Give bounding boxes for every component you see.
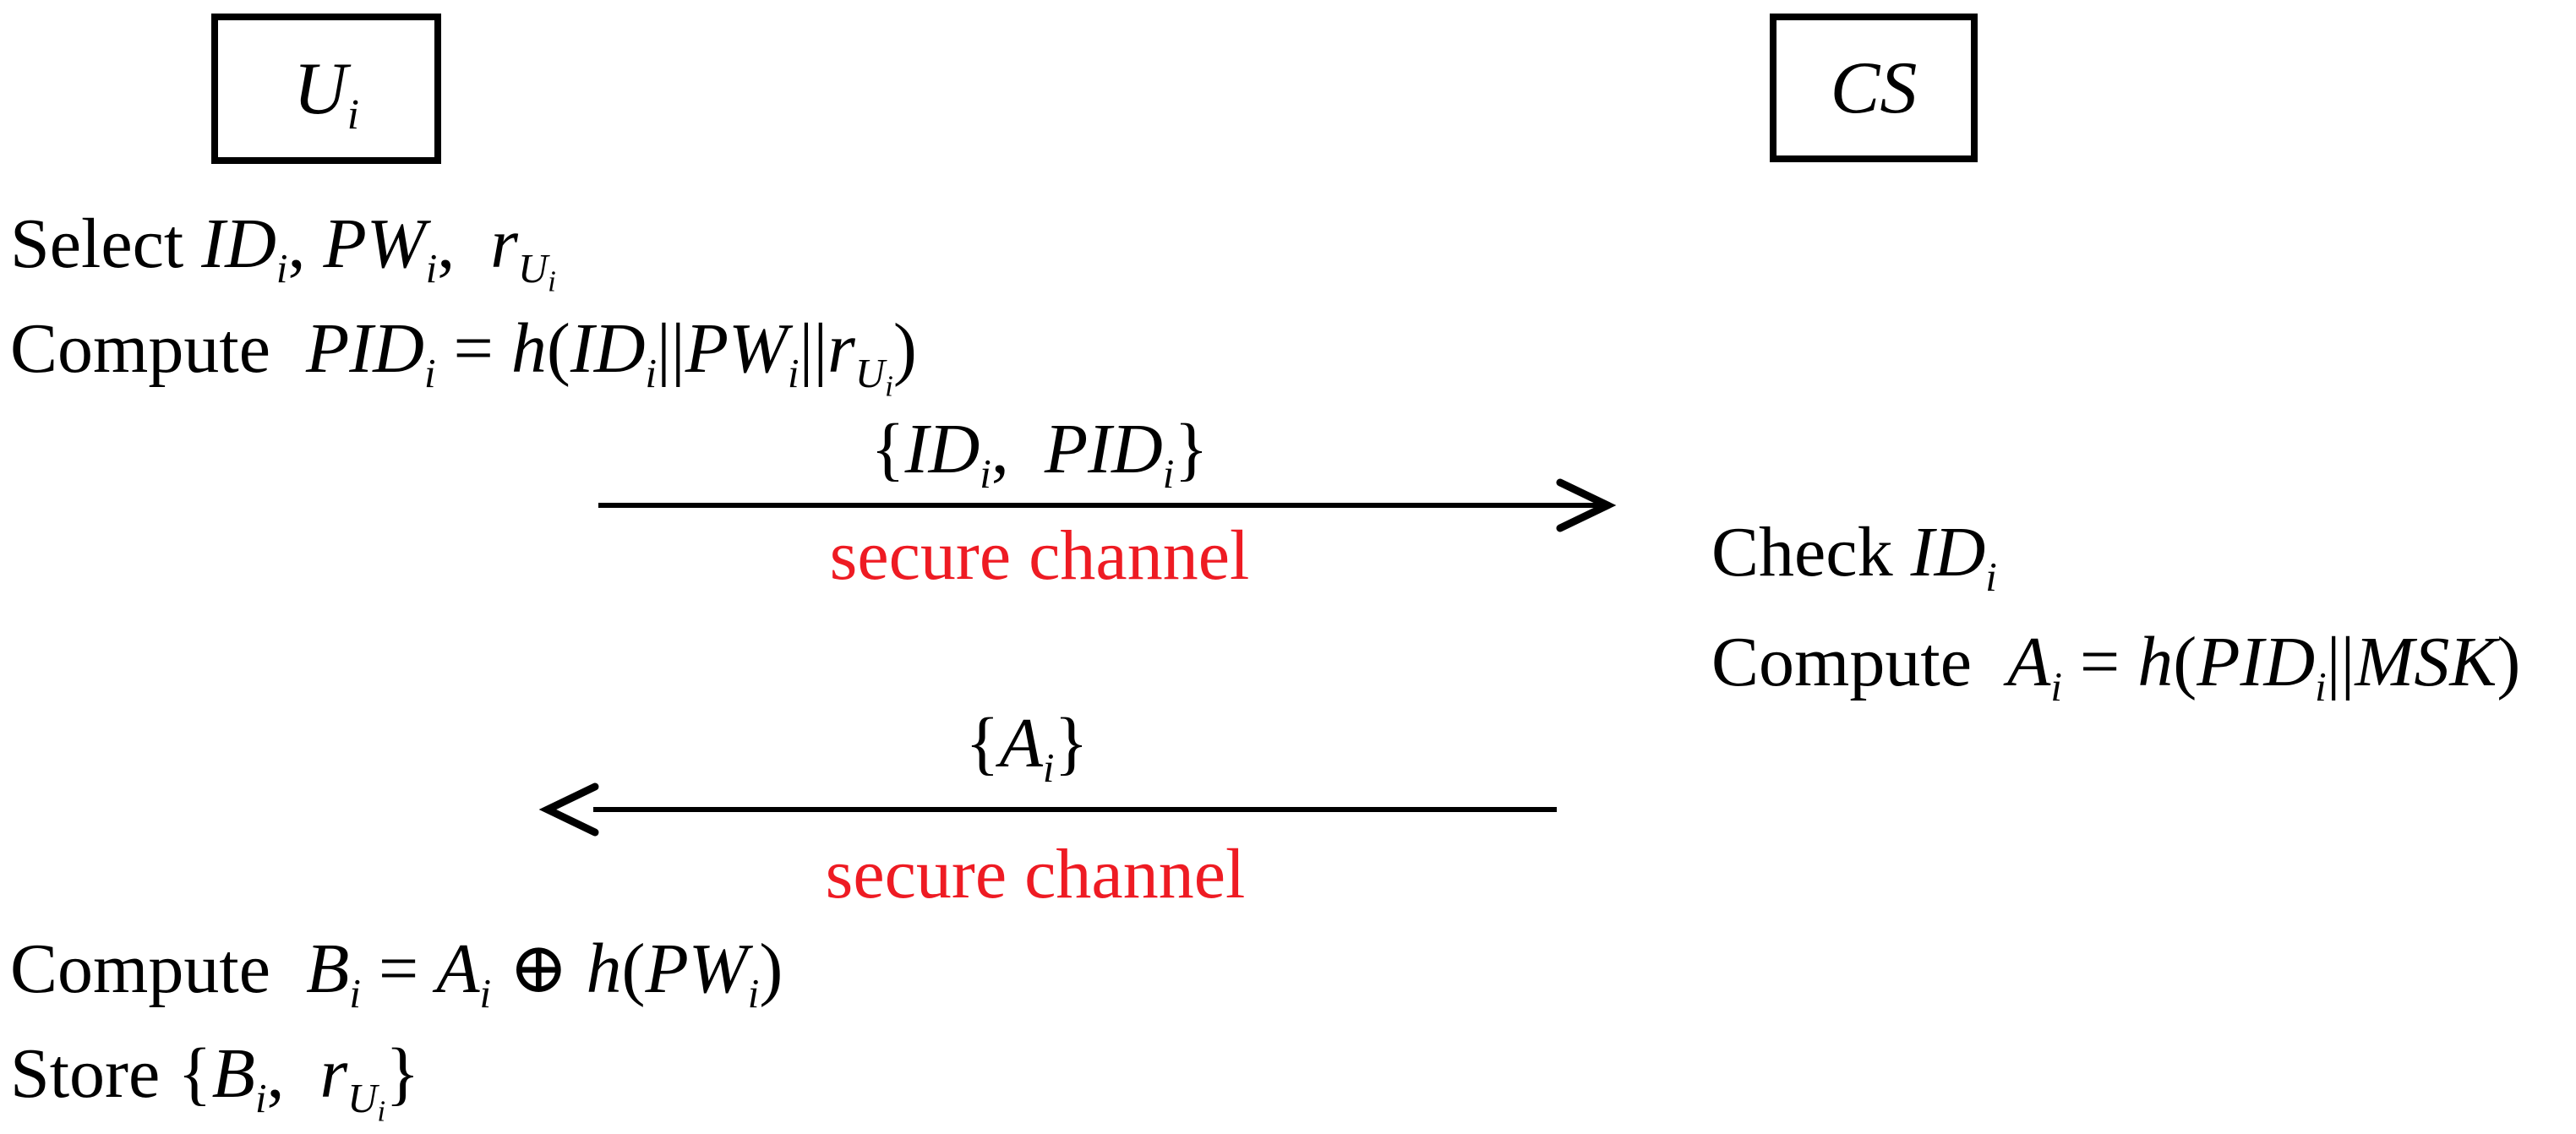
message2-channel-label: secure channel [825,835,1246,913]
arrow-right [598,478,1617,532]
arrowhead-right-icon [1556,478,1617,532]
user-registration-steps: Select IDi, PWi, rUi Compute PIDi = h(ID… [10,192,917,401]
arrowhead-left-icon [538,782,599,837]
server-steps: Check IDi Compute Ai = h(PIDi||MSK) [1711,498,2520,717]
step-check-id: Check IDi [1711,513,1997,600]
step-compute-pid: Compute PIDi = h(IDi||PWi||rUi) [10,309,917,403]
step-compute-a: Compute Ai = h(PIDi||MSK) [1711,623,2521,710]
step-store: Store {Bi, rUi} [10,1034,420,1128]
message1-channel-label: secure channel [829,516,1250,595]
message1-payload: {IDi, PIDi} [870,410,1209,497]
actor-box-server: CS [1770,14,1978,162]
actor-label-user: Ui [293,47,359,139]
message2-payload: {Ai} [965,704,1089,791]
step-compute-b: Compute Bi = Ai ⊕ h(PWi) [10,930,783,1017]
step-select-credentials: Select IDi, PWi, rUi [10,204,556,298]
actor-label-server: CS [1830,46,1918,129]
actor-box-user: Ui [211,14,441,164]
arrow-left [538,782,1557,837]
user-final-steps: Compute Bi = Ai ⊕ h(PWi) Store {Bi, rUi} [10,917,783,1126]
